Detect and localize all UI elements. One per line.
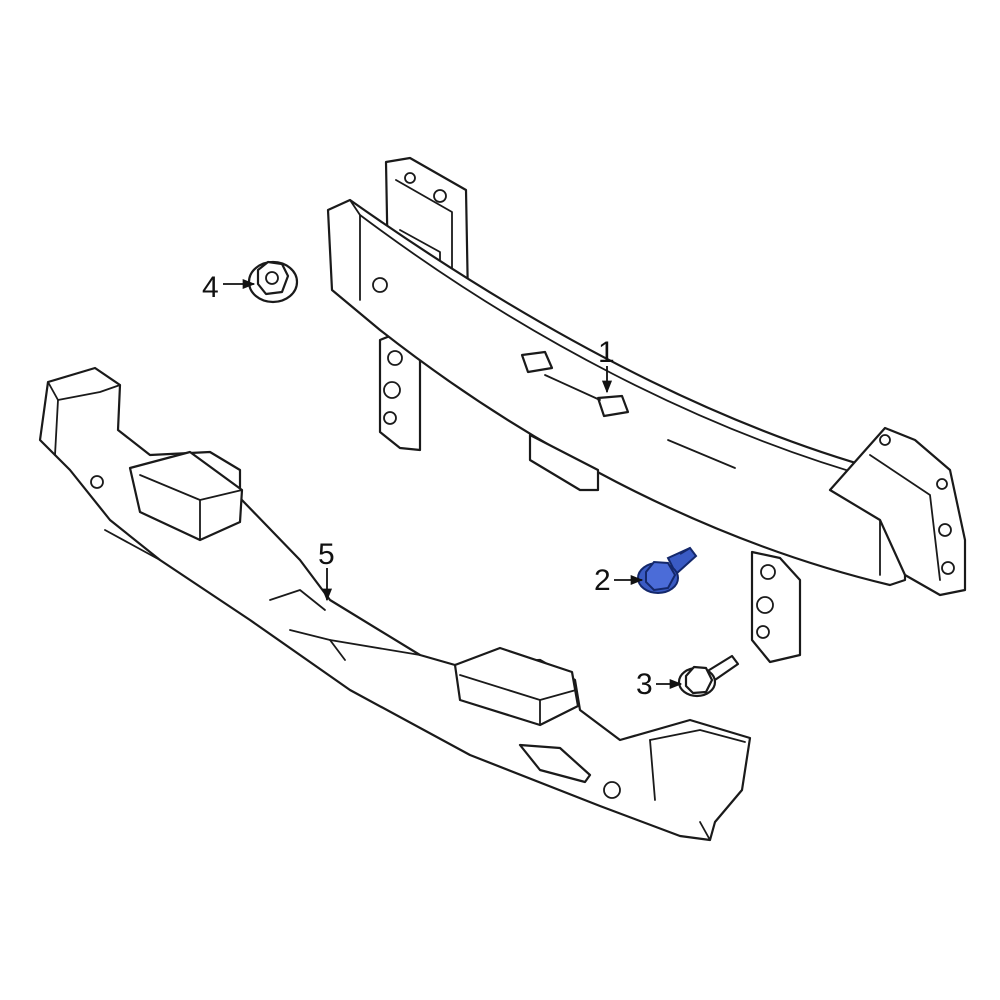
callout-3: 3 (636, 668, 683, 701)
callout-4-label: 4 (202, 271, 219, 304)
reinforcement-bar (326, 156, 967, 664)
callout-3-label: 3 (636, 668, 653, 701)
callout-2-label: 2 (594, 564, 611, 597)
highlighted-bolt (637, 546, 698, 594)
callout-1-label: 1 (598, 336, 615, 369)
callout-4: 4 (202, 271, 256, 304)
callout-1: 1 (598, 336, 615, 394)
callout-5-label: 5 (318, 538, 335, 571)
callout-5: 5 (318, 538, 335, 602)
flange-nut (247, 260, 299, 304)
callout-2: 2 (594, 564, 644, 597)
flange-bolt (677, 654, 740, 698)
energy-absorber (38, 366, 752, 842)
